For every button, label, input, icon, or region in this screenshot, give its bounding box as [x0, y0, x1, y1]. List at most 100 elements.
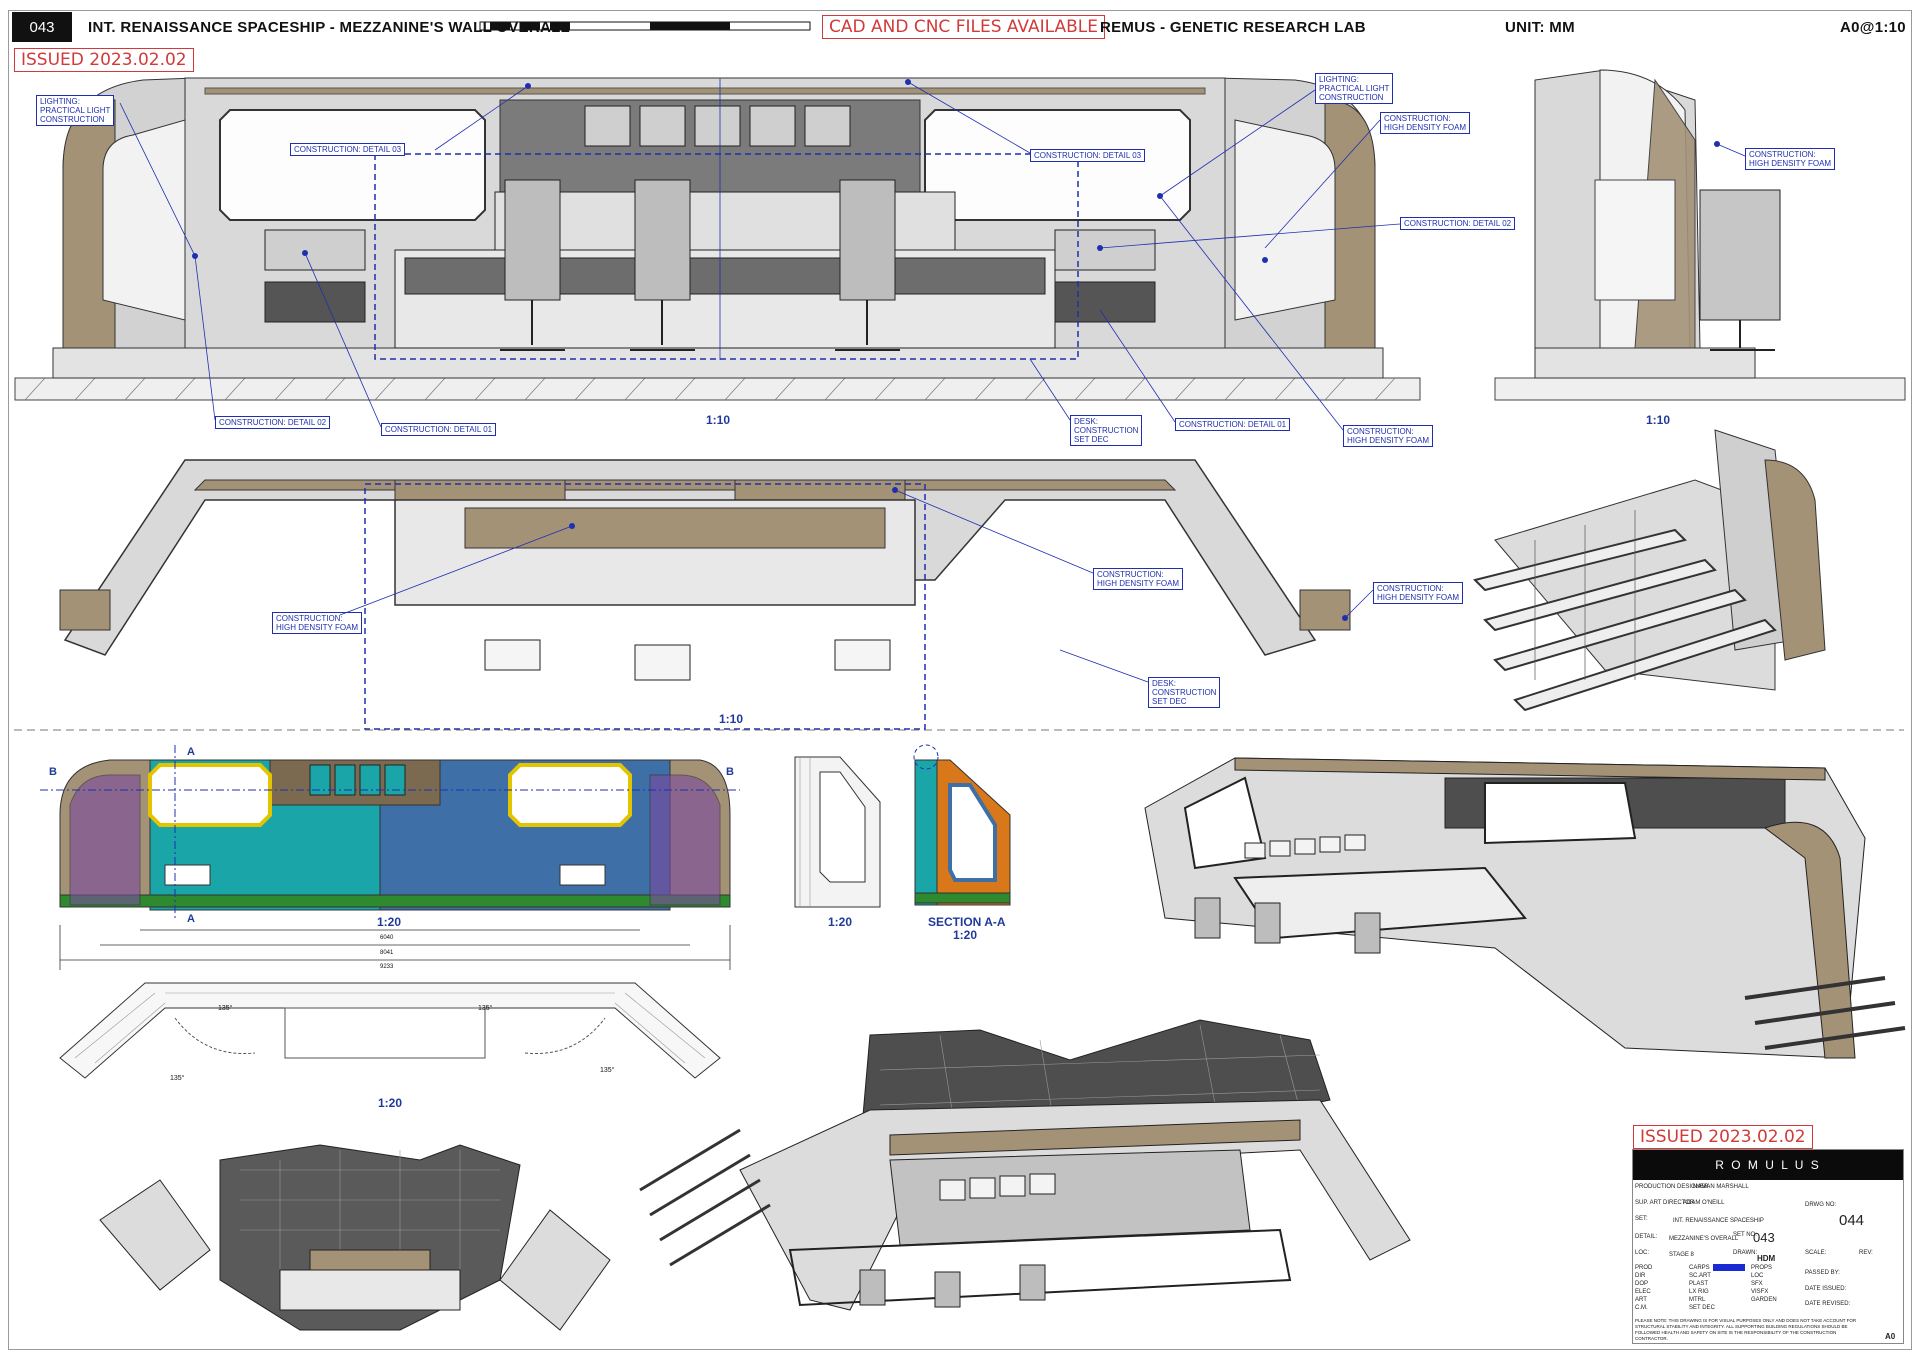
- scale-front-elevation: 1:10: [706, 413, 731, 427]
- dept-setdec: SET DEC: [1689, 1305, 1715, 1311]
- callout-detail03-right: CONSTRUCTION: DETAIL 03: [1030, 149, 1146, 162]
- callout-detail02-left: CONSTRUCTION: DETAIL 02: [215, 416, 331, 429]
- front-elevation-drawing: [14, 77, 1421, 401]
- scale-plan-view: 1:10: [719, 712, 744, 726]
- callout-detail03-left: CONSTRUCTION: DETAIL 03: [290, 143, 406, 156]
- section-a-a-label: SECTION A-A: [928, 915, 1006, 929]
- section-marker-b-left: B: [49, 766, 57, 778]
- drawn-label: DRAWN:: [1733, 1250, 1758, 1256]
- dept-carps: CARPS: [1689, 1265, 1710, 1271]
- callout-detail01-left: CONSTRUCTION: DETAIL 01: [381, 423, 497, 436]
- sheet-number: 043: [12, 12, 72, 42]
- detail-label: DETAIL:: [1635, 1234, 1658, 1240]
- angle-label-1: 135°: [218, 1005, 233, 1012]
- bottom-isometric-view: [639, 1019, 1411, 1311]
- angle-label-4: 135°: [600, 1067, 615, 1074]
- isometric-stair-view: [1473, 429, 1826, 712]
- art-director-label: SUP. ART DIRECTOR: [1635, 1200, 1695, 1206]
- date-revised-label: DATE REVISED:: [1805, 1301, 1851, 1307]
- set-label: SET:: [1635, 1216, 1648, 1222]
- rev-label: REV:: [1859, 1250, 1873, 1256]
- scale-bar: [479, 21, 811, 31]
- production-designer-label: PRODUCTION DESIGNER: [1635, 1184, 1709, 1190]
- sheet-border: [8, 10, 1912, 1350]
- callout-detail01-right: CONSTRUCTION: DETAIL 01: [1175, 418, 1291, 431]
- issue-stamp-title-block: ISSUED 2023.02.02: [1633, 1125, 1813, 1149]
- scale-small-plan: 1:20: [378, 1096, 403, 1110]
- side-elevation-drawing: [1494, 69, 1906, 401]
- section-divider: [14, 729, 1904, 731]
- set-number: 043: [1753, 1230, 1775, 1245]
- callout-detail02-right: CONSTRUCTION: DETAIL 02: [1400, 217, 1516, 230]
- sheet-title: INT. RENAISSANCE SPACESHIP - MEZZANINE'S…: [88, 18, 571, 36]
- passed-by-label: PASSED BY:: [1805, 1270, 1840, 1276]
- section-marker-b-right: B: [726, 766, 734, 778]
- dept-visfx: VISFX: [1751, 1289, 1769, 1295]
- dept-mtrl: MTRL: [1689, 1297, 1706, 1303]
- dimension-2: 8041: [380, 950, 394, 956]
- right-isometric-view: [1144, 757, 1906, 1059]
- callout-hdf-top-right: CONSTRUCTION:HIGH DENSITY FOAM: [1380, 112, 1471, 134]
- callout-hdf-plan-center: CONSTRUCTION:HIGH DENSITY FOAM: [1093, 568, 1184, 590]
- dept-props: PROPS: [1751, 1265, 1773, 1271]
- section-marker-a-top: A: [187, 746, 195, 758]
- production-designer: NAMAN MARSHALL: [1693, 1184, 1749, 1190]
- dimension-1: 6040: [380, 935, 394, 941]
- disclaimer-note: PLEASE NOTE: THIS DRAWING IS FOR VISUAL …: [1635, 1318, 1857, 1341]
- drawn-by: HDM: [1757, 1254, 1776, 1263]
- section-marker-a-bottom: A: [187, 913, 195, 925]
- dept-scart: SC.ART: [1689, 1273, 1711, 1279]
- construction-elevation-drawing: [40, 745, 740, 970]
- dept-plast: PLAST: [1689, 1281, 1709, 1287]
- callout-hdf-plan-right: CONSTRUCTION:HIGH DENSITY FOAM: [1373, 582, 1464, 604]
- small-plan-drawing: [59, 982, 721, 1079]
- studio-banner: R O M U L U S: [1633, 1150, 1903, 1180]
- dept-elec: ELEC: [1635, 1289, 1651, 1295]
- loc-label: LOC:: [1635, 1250, 1650, 1256]
- unit-label: UNIT: MM: [1505, 18, 1575, 36]
- dept-lxrig: LX RIG: [1689, 1289, 1709, 1295]
- art-director: ADAM O'NEILL: [1683, 1200, 1725, 1206]
- angle-label-2: 135°: [478, 1005, 493, 1012]
- title-block: R O M U L U S PRODUCTION DESIGNER NAMAN …: [1632, 1149, 1904, 1344]
- carps-highlight: [1713, 1264, 1745, 1271]
- scale-side-elevation: 1:10: [1646, 413, 1671, 427]
- dept-prod: PROD: [1635, 1265, 1653, 1271]
- set-no-label: SET NO:: [1733, 1232, 1757, 1238]
- project-name: REMUS - GENETIC RESEARCH LAB: [1100, 18, 1366, 36]
- drwg-no-label: DRWG NO:: [1805, 1202, 1837, 1208]
- dept-column-mid: CARPS SC.ART PLAST LX RIG MTRL SET DEC: [1689, 1264, 1715, 1312]
- dept-art: ART: [1635, 1297, 1647, 1303]
- section-a-a-drawing: [913, 744, 1011, 906]
- dept-dop: DOP: [1635, 1281, 1649, 1287]
- dept-sfx: SFX: [1751, 1281, 1763, 1287]
- cad-files-notice: CAD AND CNC FILES AVAILABLE: [822, 15, 1105, 39]
- dept-column-left: PROD DIR DOP ELEC ART C.M.: [1635, 1264, 1652, 1312]
- issue-stamp: ISSUED 2023.02.02: [14, 48, 194, 72]
- callout-hdf-plan-left: CONSTRUCTION:HIGH DENSITY FOAM: [272, 612, 363, 634]
- plan-view-drawing: [59, 459, 1351, 730]
- angle-label-3: 135°: [170, 1075, 185, 1082]
- callout-hdf-mid-right: CONSTRUCTION:HIGH DENSITY FOAM: [1343, 425, 1434, 447]
- scale-side-frame: 1:20: [828, 915, 853, 929]
- location: STAGE 8: [1669, 1252, 1694, 1258]
- date-issued-label: DATE ISSUED:: [1805, 1286, 1847, 1292]
- top-plan-perspective: [99, 1144, 611, 1331]
- dept-cm: C.M.: [1635, 1305, 1648, 1311]
- dept-loc: LOC: [1751, 1273, 1764, 1279]
- callout-hdf-side: CONSTRUCTION:HIGH DENSITY FOAM: [1745, 148, 1836, 170]
- paper-size: A0: [1885, 1332, 1896, 1341]
- paper-scale: A0@1:10: [1840, 18, 1906, 36]
- scale-section-a-a: 1:20: [953, 928, 978, 942]
- scale-construction-elevation: 1:20: [377, 915, 402, 929]
- dept-dir: DIR: [1635, 1273, 1646, 1279]
- dept-garden: GARDEN: [1751, 1297, 1777, 1303]
- detail-value: MEZZANINE'S OVERALL: [1669, 1236, 1739, 1242]
- side-frame-drawing: [794, 756, 881, 908]
- drawing-number: 044: [1839, 1212, 1865, 1229]
